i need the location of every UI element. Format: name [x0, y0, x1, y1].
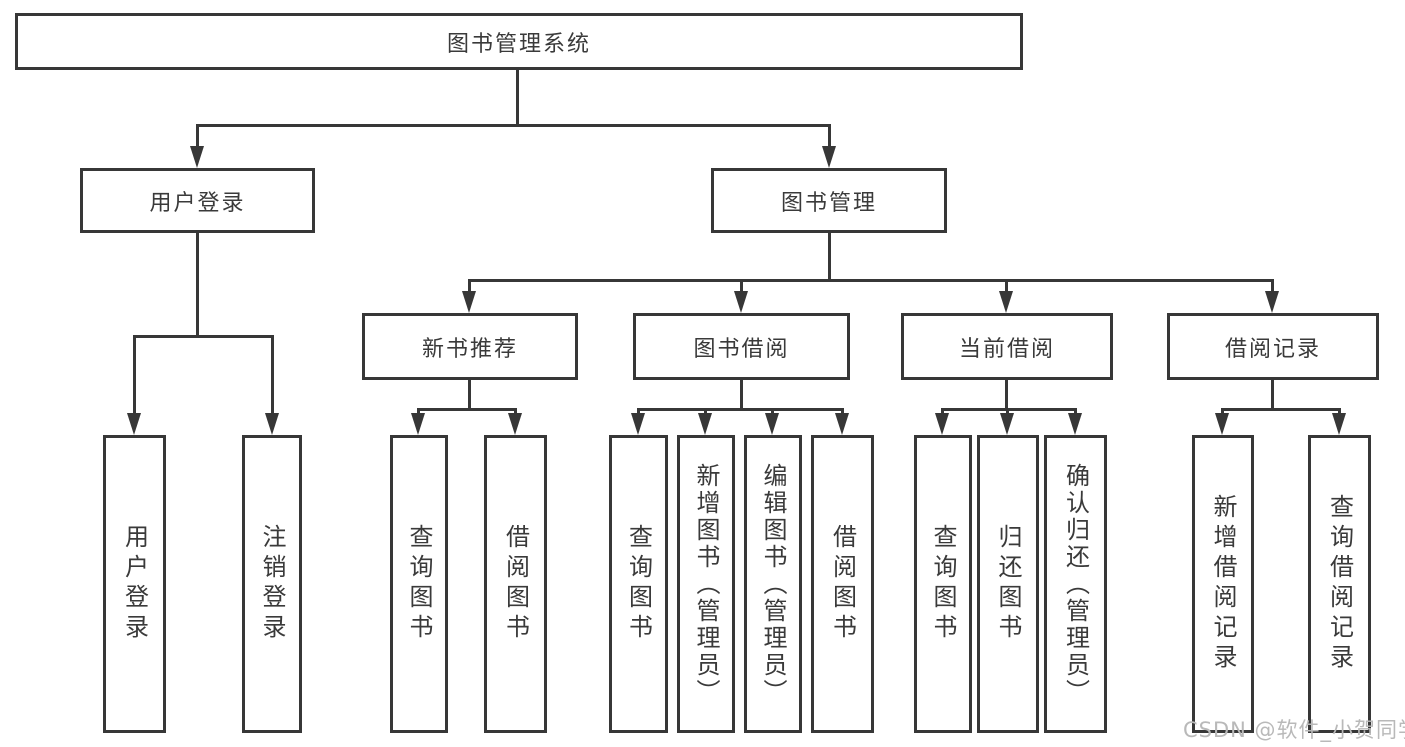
- node-leaf-borrow-books-2: 借阅图书: [811, 435, 874, 733]
- arrow-down-icon: [698, 413, 712, 435]
- arrow-down-icon: [462, 291, 476, 313]
- node-leaf-add-borrow-record: 新增借阅记录: [1192, 435, 1254, 733]
- node-label: 图书管理: [780, 190, 877, 216]
- arrow-down-icon: [822, 146, 836, 168]
- node-user-login-branch: 用户登录: [80, 168, 315, 233]
- node-label: 编辑图书（管理员）: [759, 462, 787, 706]
- node-leaf-user-login: 用户登录: [103, 435, 166, 733]
- connector-line: [828, 124, 831, 150]
- node-book-management: 图书管理: [711, 168, 947, 233]
- arrow-down-icon: [265, 413, 279, 435]
- connector-line: [1221, 408, 1341, 411]
- connector-line: [1074, 408, 1077, 416]
- connector-line: [271, 335, 274, 415]
- connector-line: [468, 279, 471, 295]
- connector-line: [740, 279, 743, 295]
- connector-line: [468, 380, 471, 411]
- connector-line: [771, 408, 774, 416]
- node-label: 查询借阅记录: [1325, 494, 1354, 674]
- node-label: 新书推荐: [421, 336, 518, 362]
- arrow-down-icon: [1068, 413, 1082, 435]
- node-leaf-edit-books-admin: 编辑图书（管理员）: [744, 435, 802, 733]
- node-leaf-logout: 注销登录: [242, 435, 302, 733]
- connector-line: [417, 408, 420, 416]
- connector-line: [637, 408, 640, 416]
- arrow-down-icon: [631, 413, 645, 435]
- connector-line: [1005, 279, 1008, 295]
- node-label: 借阅图书: [501, 524, 530, 644]
- node-label: 查询图书: [624, 524, 653, 644]
- connector-line: [133, 335, 136, 415]
- node-label: 查询图书: [405, 524, 433, 644]
- node-leaf-confirm-return-admin: 确认归还（管理员）: [1044, 435, 1107, 733]
- node-leaf-query-books-2: 查询图书: [609, 435, 668, 733]
- node-leaf-borrow-books-1: 借阅图书: [484, 435, 547, 733]
- node-label: 图书借阅: [693, 336, 790, 362]
- node-label: 用户登录: [149, 190, 246, 216]
- connector-line: [941, 408, 1077, 411]
- connector-line: [516, 68, 519, 124]
- connector-line: [1271, 279, 1274, 295]
- node-current-borrowing: 当前借阅: [901, 313, 1113, 380]
- node-label: 用户登录: [120, 524, 149, 644]
- arrow-down-icon: [734, 291, 748, 313]
- arrow-down-icon: [190, 146, 204, 168]
- node-new-book-recommend: 新书推荐: [362, 313, 578, 380]
- connector-line: [196, 124, 831, 127]
- node-label: 确认归还（管理员）: [1061, 462, 1090, 706]
- connector-line: [740, 380, 743, 411]
- arrow-down-icon: [508, 413, 522, 435]
- connector-line: [841, 408, 844, 416]
- connector-line: [704, 408, 707, 416]
- connector-line: [637, 408, 844, 411]
- node-book-borrowing: 图书借阅: [633, 313, 850, 380]
- node-label: 借阅记录: [1224, 336, 1321, 362]
- connector-line: [468, 279, 1274, 282]
- connector-line: [1006, 408, 1009, 416]
- node-leaf-query-books-1: 查询图书: [390, 435, 448, 733]
- node-label: 注销登录: [258, 524, 286, 644]
- node-leaf-query-books-3: 查询图书: [914, 435, 972, 733]
- connector-line: [1271, 380, 1274, 411]
- node-book-system: 图书管理系统: [15, 13, 1023, 70]
- node-label: 当前借阅: [958, 336, 1055, 362]
- connector-line: [828, 233, 831, 282]
- arrow-down-icon: [765, 413, 779, 435]
- connector-line: [1221, 408, 1224, 416]
- node-label: 新增图书（管理员）: [692, 462, 720, 706]
- connector-line: [941, 408, 944, 416]
- node-leaf-query-borrow-record: 查询借阅记录: [1308, 435, 1371, 733]
- connector-line: [514, 408, 517, 416]
- node-leaf-return-books: 归还图书: [977, 435, 1039, 733]
- watermark-text: CSDN @软件_小贺同学: [1183, 718, 1405, 742]
- arrow-down-icon: [1332, 413, 1346, 435]
- arrow-down-icon: [411, 413, 425, 435]
- node-label: 查询图书: [929, 524, 957, 644]
- node-leaf-add-books-admin: 新增图书（管理员）: [677, 435, 735, 733]
- node-label: 借阅图书: [828, 524, 857, 644]
- arrow-down-icon: [999, 291, 1013, 313]
- arrow-down-icon: [1000, 413, 1014, 435]
- node-label: 图书管理系统: [446, 31, 591, 57]
- connector-line: [1005, 380, 1008, 411]
- connector-line: [196, 233, 199, 337]
- node-label: 新增借阅记录: [1209, 494, 1237, 674]
- connector-line: [196, 124, 199, 150]
- arrow-down-icon: [935, 413, 949, 435]
- node-borrowing-records: 借阅记录: [1167, 313, 1379, 380]
- arrow-down-icon: [1215, 413, 1229, 435]
- arrow-down-icon: [127, 413, 141, 435]
- connector-line: [1338, 408, 1341, 416]
- connector-line: [417, 408, 517, 411]
- node-label: 归还图书: [994, 524, 1022, 644]
- arrow-down-icon: [1265, 291, 1279, 313]
- arrow-down-icon: [835, 413, 849, 435]
- connector-line: [133, 335, 274, 338]
